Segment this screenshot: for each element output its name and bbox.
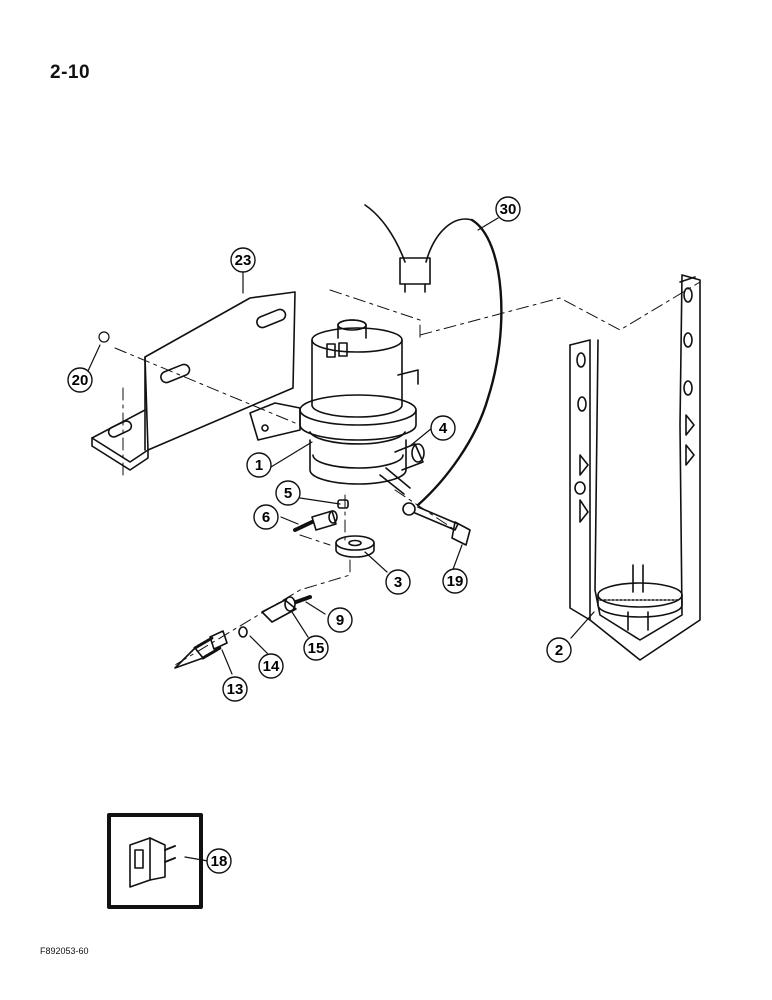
callout-2-label: 2 (555, 642, 563, 659)
callout-20: 20 (67, 367, 93, 393)
switch-inset (107, 813, 209, 909)
page-number: 2-10 (50, 62, 91, 83)
callout-14: 14 (258, 653, 284, 679)
callout-1: 1 (246, 452, 272, 478)
callout-30: 30 (495, 196, 521, 222)
callout-14-label: 14 (263, 658, 280, 675)
hanger-bracket (569, 274, 701, 661)
callout-19-label: 19 (447, 573, 464, 590)
callout-13-label: 13 (227, 681, 244, 698)
callout-4-label: 4 (439, 420, 448, 437)
callout-30-label: 30 (500, 201, 517, 218)
fuel-pump (299, 319, 425, 495)
callout-6-label: 6 (262, 509, 270, 526)
callout-23-label: 23 (235, 252, 252, 269)
mounting-bracket (91, 291, 296, 471)
callout-5: 5 (275, 480, 301, 506)
callouts: 30 23 20 4 1 5 6 3 19 9 15 14 13 2 18 (67, 196, 572, 874)
callout-9: 9 (327, 607, 353, 633)
callout-2: 2 (546, 637, 572, 663)
callout-23: 23 (230, 247, 256, 273)
callout-20-label: 20 (72, 372, 89, 389)
callout-15: 15 (303, 635, 329, 661)
callout-6: 6 (253, 504, 279, 530)
fittings (174, 499, 471, 669)
callout-5-label: 5 (284, 485, 292, 502)
callout-3: 3 (385, 569, 411, 595)
callout-3-label: 3 (394, 574, 402, 591)
wiring-harness (364, 204, 503, 516)
callout-9-label: 9 (336, 612, 344, 629)
callout-15-label: 15 (308, 640, 325, 657)
callout-18-label: 18 (211, 853, 228, 870)
callout-4: 4 (430, 415, 456, 441)
callout-13: 13 (222, 676, 248, 702)
figure-code: F892053-60 (40, 946, 89, 956)
callout-19: 19 (442, 568, 468, 594)
callout-1-label: 1 (255, 457, 263, 474)
callout-18: 18 (206, 848, 232, 874)
